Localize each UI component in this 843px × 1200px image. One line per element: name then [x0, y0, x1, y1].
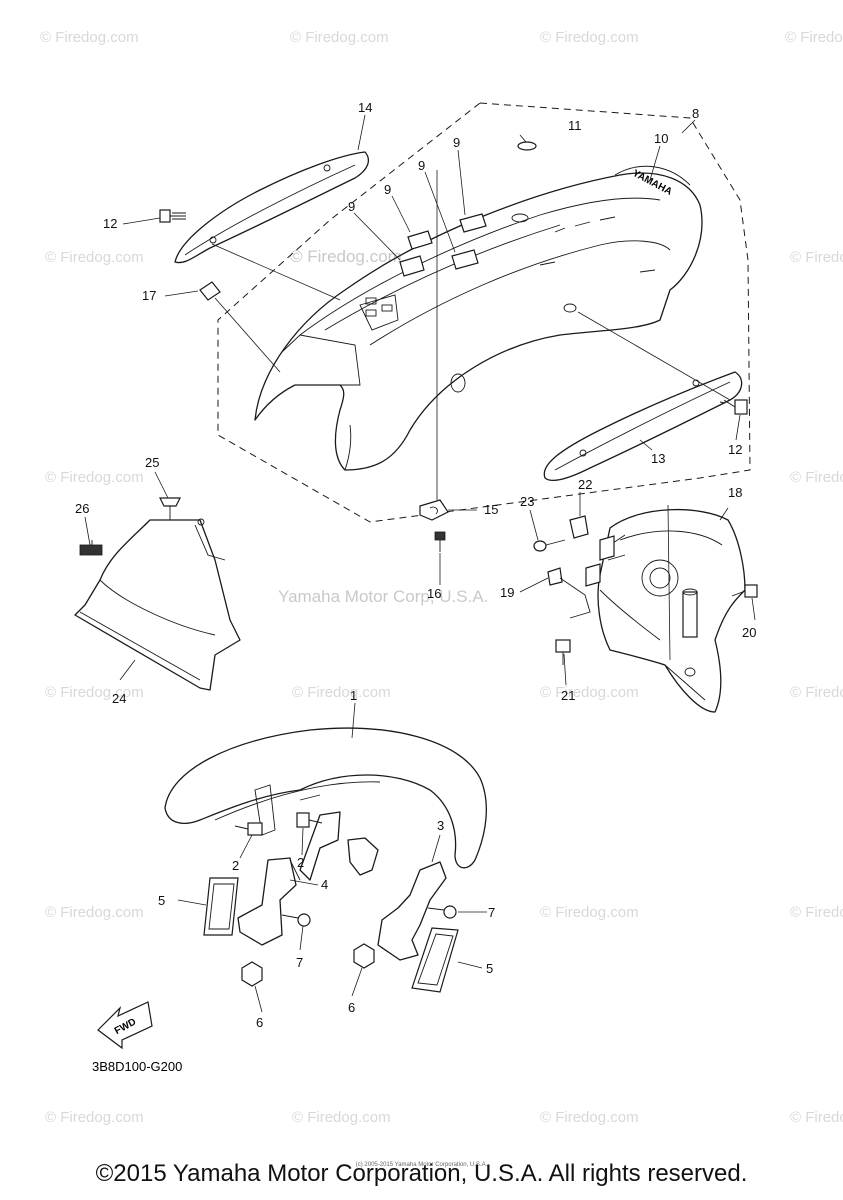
callout-9: 9 [453, 135, 460, 150]
watermark: © Firedog.com [785, 29, 843, 46]
bolt-2-right [296, 812, 323, 828]
callout-10: 10 [654, 131, 668, 146]
copyright-small-print: (c) 2005-2015 Yamaha Motor Corporation, … [355, 1162, 488, 1168]
callout-5: 5 [158, 893, 165, 908]
grommet-11 [517, 141, 537, 151]
callout-21: 21 [561, 688, 575, 703]
bracket-3 [377, 861, 447, 961]
watermark: © Firedog.com [540, 29, 639, 46]
side-cover-14 [174, 151, 369, 264]
mud-flap-24 [74, 518, 241, 691]
bolt-2-left [234, 822, 263, 836]
labels-9 [399, 213, 487, 277]
bracket-4 [237, 857, 301, 946]
callout-9: 9 [418, 158, 425, 173]
callout-numbers: 14 12 17 11 10 8 9 9 9 9 12 13 25 26 15 … [75, 100, 756, 1030]
callout-9: 9 [384, 182, 391, 197]
watermark: © Firedog.com [292, 1109, 391, 1126]
callout-13: 13 [651, 451, 665, 466]
watermark-center: Yamaha Motor Corp, U.S.A. [278, 587, 488, 606]
watermark: © Firedog.com [790, 904, 843, 921]
assembly-boundary [217, 102, 751, 523]
callout-23: 23 [520, 494, 534, 509]
nut-26 [79, 540, 103, 556]
watermark: © Firedog.com [540, 904, 639, 921]
nut-6-right [353, 943, 375, 969]
washer-7-right [443, 905, 457, 919]
callout-12: 12 [728, 442, 742, 457]
callout-14: 14 [358, 100, 372, 115]
callout-26: 26 [75, 501, 89, 516]
callout-24: 24 [112, 691, 126, 706]
callout-6: 6 [348, 1000, 355, 1015]
screw-16 [434, 531, 446, 552]
callout-3: 3 [437, 818, 444, 833]
bolt-12-left [159, 209, 186, 223]
watermark: © Firedog.com [45, 1109, 144, 1126]
callout-2: 2 [297, 855, 304, 870]
bracket-19 [547, 567, 591, 619]
callout-7: 7 [488, 905, 495, 920]
watermark: © Firedog.com [45, 469, 144, 486]
rear-fender: YAMAHA [254, 165, 703, 471]
callout-16: 16 [427, 586, 441, 601]
watermark: © Firedog.com [292, 684, 391, 701]
watermark: © Firedog.com [790, 469, 843, 486]
callout-18: 18 [728, 485, 742, 500]
nut-6-left [241, 961, 263, 987]
washer-7-left [297, 913, 311, 927]
watermark: © Firedog.com [290, 29, 389, 46]
front-fender-1 [164, 727, 487, 869]
diagram-code: 3B8D100-G200 [92, 1059, 182, 1074]
callout-4: 4 [321, 877, 328, 892]
callout-9: 9 [348, 199, 355, 214]
watermark: © Firedog.com [540, 684, 639, 701]
bolt-20 [731, 584, 758, 598]
watermark: © Firedog.com [790, 684, 843, 701]
callout-12: 12 [103, 216, 117, 231]
bolt-12-right [719, 399, 748, 415]
watermark: © Firedog.com [290, 247, 402, 266]
watermark: © Firedog.com [45, 904, 144, 921]
callout-22: 22 [578, 477, 592, 492]
fwd-arrow-icon: FWD [97, 1001, 153, 1050]
callout-2: 2 [232, 858, 239, 873]
callout-20: 20 [742, 625, 756, 640]
watermark: © Firedog.com [790, 249, 843, 266]
screw-23 [533, 539, 566, 552]
callout-8: 8 [692, 106, 699, 121]
grommet-17 [199, 281, 221, 301]
callout-6: 6 [256, 1015, 263, 1030]
callout-25: 25 [145, 455, 159, 470]
callout-11: 11 [568, 118, 582, 133]
watermark: © Firedog.com [40, 29, 139, 46]
callout-7: 7 [296, 955, 303, 970]
callout-19: 19 [500, 585, 514, 600]
tail-light-bracket-18 [597, 508, 746, 713]
watermark: © Firedog.com [540, 1109, 639, 1126]
collar-22 [569, 515, 615, 587]
reflector-5-left [203, 877, 239, 936]
reflector-5-right [411, 927, 459, 993]
leader-lines [84, 114, 756, 1013]
copyright-notice: ©2015 Yamaha Motor Corporation, U.S.A. A… [95, 1160, 748, 1187]
watermark: © Firedog.com [45, 684, 144, 701]
callout-15: 15 [484, 502, 498, 517]
callout-1: 1 [350, 688, 357, 703]
bracket-upper [299, 811, 379, 881]
clip-15 [419, 499, 449, 521]
watermark: © Firedog.com [790, 1109, 843, 1126]
callout-5: 5 [486, 961, 493, 976]
watermark: © Firedog.com [45, 249, 144, 266]
screw-25 [159, 497, 181, 520]
side-cover-13 [543, 371, 743, 482]
callout-17: 17 [142, 288, 156, 303]
bolt-21 [555, 639, 571, 665]
watermark-layer: © Firedog.com © Firedog.com © Firedog.co… [40, 29, 843, 1126]
